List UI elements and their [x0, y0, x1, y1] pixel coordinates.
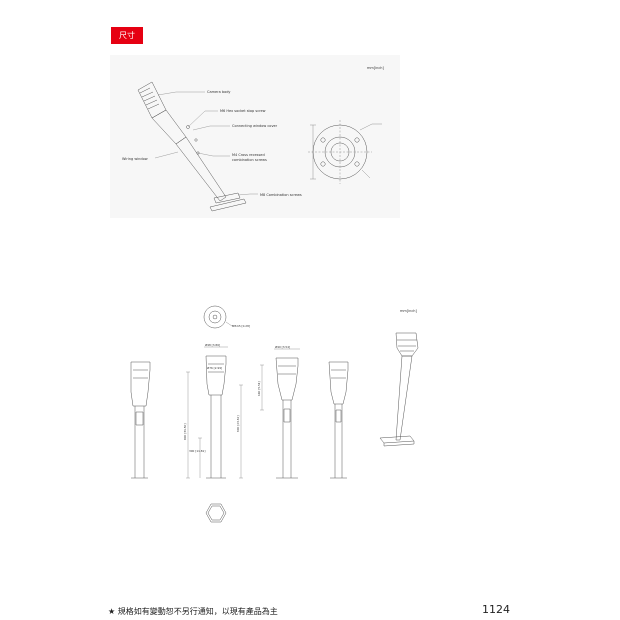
dim-right: 600 [23.62] — [236, 416, 240, 432]
top-unit-label: mm[inch] — [367, 66, 385, 70]
dim-lower: 300 [11.81] — [189, 449, 205, 453]
page-number: 1124 — [482, 603, 510, 616]
top-drawing-panel — [110, 55, 400, 218]
top-flange-view — [308, 120, 382, 184]
dim-top: M7.15 [0.28] — [232, 324, 250, 328]
top-leaders — [154, 91, 258, 196]
dim-b: Ø76 [2.99] — [207, 365, 222, 370]
dim-side: 140 [5.51] — [257, 381, 261, 396]
callout-wiring-window: Wiring window — [122, 157, 148, 161]
bottom-side-view — [328, 361, 349, 479]
dim-c: Ø90 [3.54] — [275, 344, 290, 349]
bottom-front-view-3 — [260, 348, 300, 479]
bottom-front-view-1 — [130, 361, 151, 479]
section-tag: 尺寸 — [111, 27, 143, 44]
callout-m8-screw: M8 Combination screws — [260, 193, 302, 197]
callout-window-cover: Connecting window cover — [232, 124, 278, 128]
bottom-unit-label: mm[inch] — [400, 309, 418, 313]
dim-total: 800 [31.50] — [183, 424, 187, 440]
bottom-isometric-view — [379, 332, 419, 447]
bottom-front-view-2 — [186, 346, 243, 479]
dim-a: Ø98 [3.86] — [205, 342, 220, 347]
bottom-flange-hexagon — [205, 503, 227, 523]
callout-camera-body: Camera body — [207, 90, 231, 94]
callout-hex-screw: M6 Hex socket stop screw — [220, 109, 266, 113]
bottom-top-view — [203, 305, 238, 329]
footer-note: ★ 規格如有變動恕不另行通知，以現有產品為主 — [108, 607, 278, 616]
top-camera-pole — [137, 81, 247, 212]
callout-cross-screw-2: combination screws — [232, 158, 267, 162]
callout-cross-screw-1: M4 Cross recessed — [232, 153, 265, 157]
